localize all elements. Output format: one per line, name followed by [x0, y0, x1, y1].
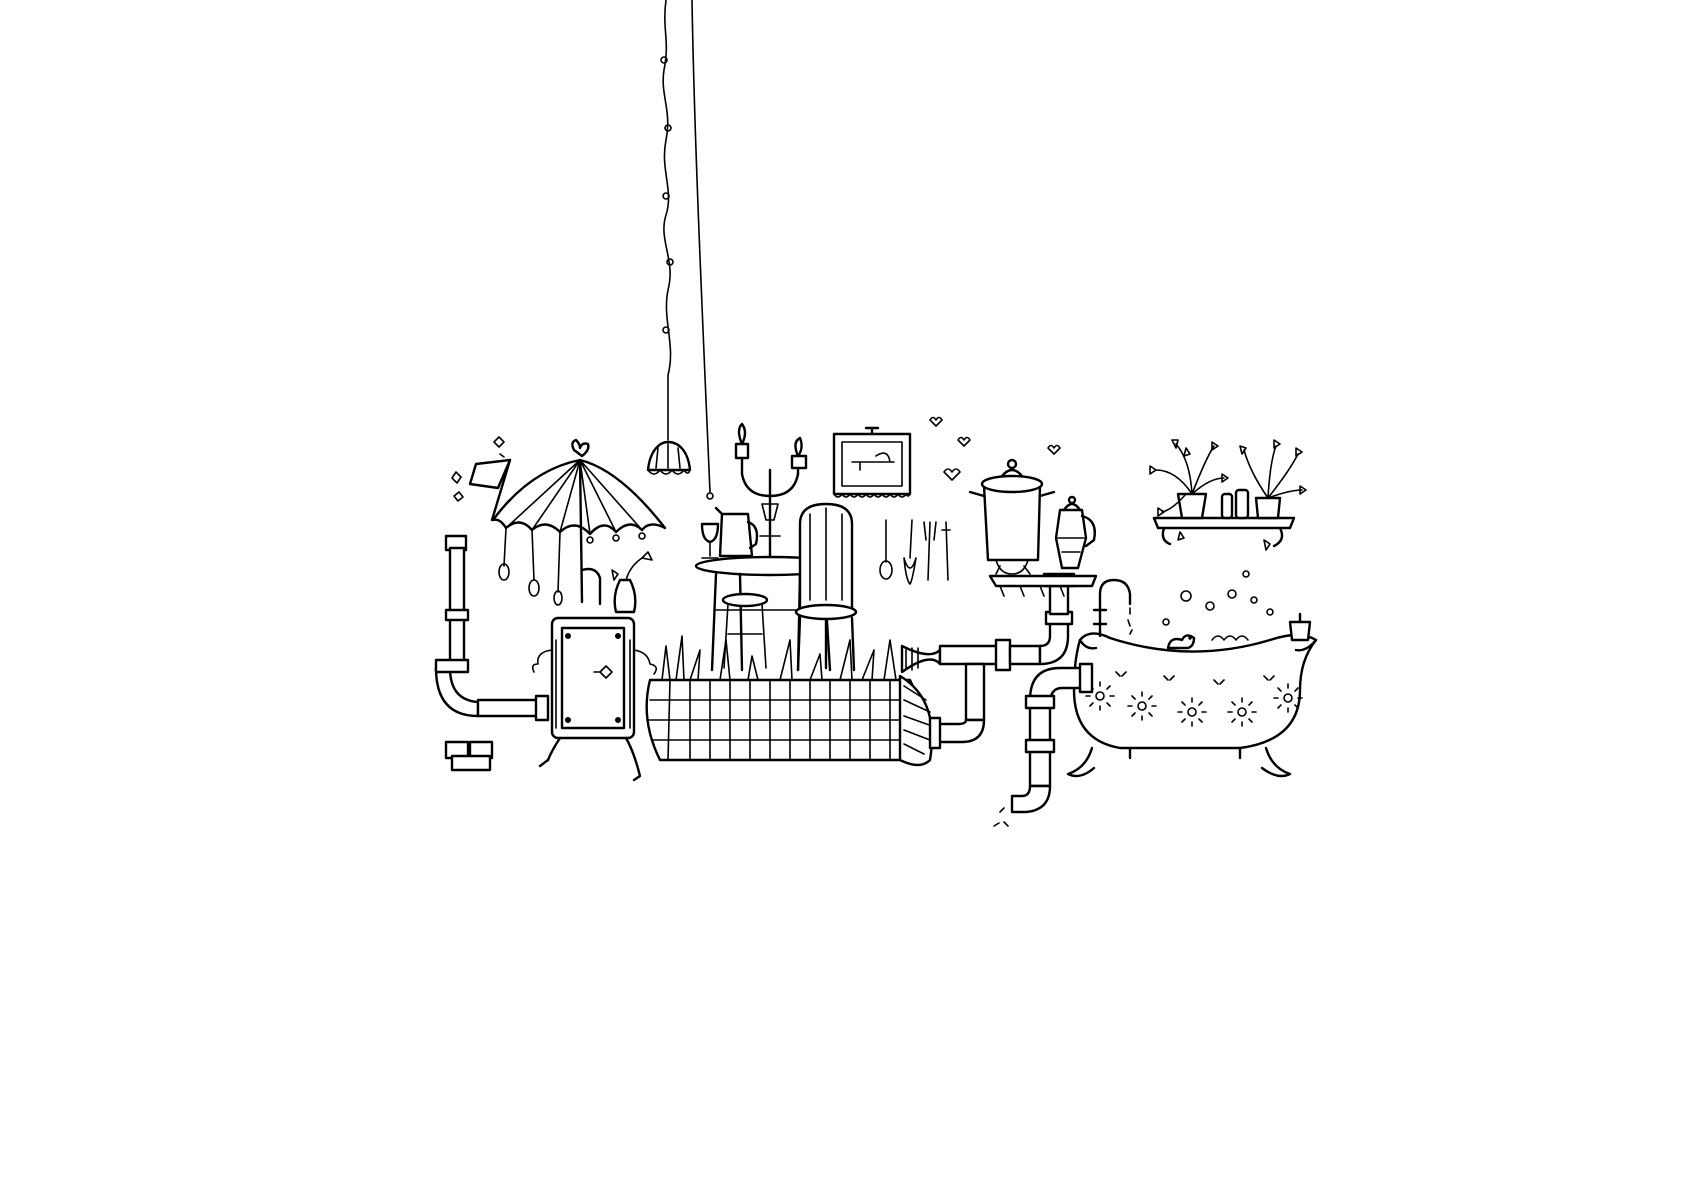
cafe-table — [694, 555, 846, 672]
lamp-shade — [646, 440, 692, 472]
chairs — [794, 502, 858, 672]
pipe-system-right — [993, 662, 1094, 827]
pipe-system-middle — [900, 572, 1076, 750]
lamp-cord — [662, 0, 672, 441]
bubbles — [1162, 570, 1274, 641]
stove-shelf — [988, 574, 1098, 597]
plant-shelf — [1149, 439, 1307, 551]
grass-blades — [661, 635, 897, 681]
hanging-utensils — [879, 519, 951, 585]
patio-umbrella — [491, 438, 667, 606]
flower-vase — [611, 551, 653, 614]
candelabra — [734, 422, 808, 558]
second-cord — [691, 0, 711, 493]
flag — [451, 436, 512, 522]
wine-glass — [700, 522, 720, 559]
grass-planter — [645, 635, 934, 767]
hanging-pendant-lamp — [646, 0, 714, 500]
pitcher — [714, 506, 759, 558]
decorative-hearts — [929, 416, 1061, 481]
framed-picture — [832, 426, 912, 498]
bathtub — [1066, 570, 1318, 778]
cooking-pot — [968, 458, 1056, 575]
pipe-system-left — [434, 534, 550, 772]
bathtub-flowers — [1085, 671, 1303, 727]
kettle — [1054, 495, 1096, 570]
radiator-stove — [531, 616, 658, 782]
